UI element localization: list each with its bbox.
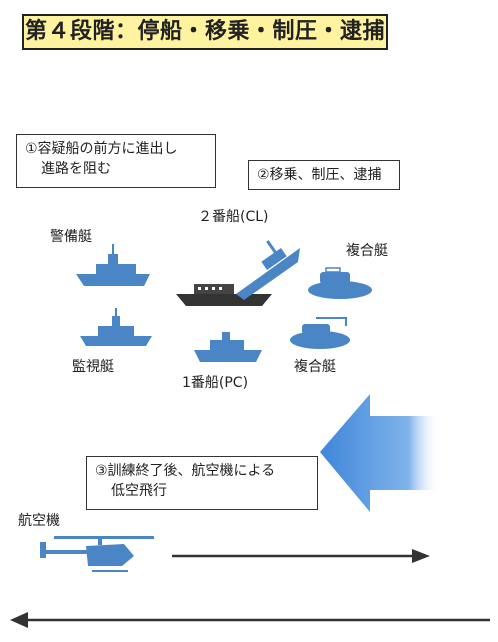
- step2-note: ②移乗、制圧、逮捕: [248, 160, 400, 190]
- patrol-boat-label: 警備艇: [50, 229, 92, 245]
- step1-line2: 進路を阻む: [41, 161, 111, 177]
- ship2-icon: [236, 240, 300, 300]
- approach-arrow-icon: [320, 394, 438, 512]
- patrol-boat-icon: [76, 244, 150, 286]
- composite-boat-bottom-icon: [290, 317, 350, 349]
- ship1-label: 1番船(PC): [182, 375, 249, 391]
- step3-line1: ③訓練終了後、航空機による: [95, 463, 276, 479]
- composite-boat-top-label: 複合艇: [346, 243, 388, 259]
- helicopter-icon: [40, 536, 154, 572]
- ship1-icon: [194, 332, 262, 362]
- step1-note: ①容疑船の前方に進出し 進路を阻む: [16, 134, 216, 188]
- step2-text: ②移乗、制圧、逮捕: [257, 167, 382, 183]
- step3-note: ③訓練終了後、航空機による 低空飛行: [86, 456, 318, 510]
- composite-boat-bottom-label: 複合艇: [294, 359, 336, 375]
- monitor-boat-icon: [80, 308, 152, 346]
- monitor-boat-label: 監視艇: [72, 359, 114, 375]
- step3-line2: 低空飛行: [111, 483, 167, 499]
- step1-line1: ①容疑船の前方に進出し: [25, 141, 178, 157]
- flight-path-arrow-icon: [172, 549, 430, 563]
- composite-boat-top-icon: [308, 267, 372, 299]
- page-title: 第４段階：停船・移乗・制圧・逮捕: [22, 14, 388, 50]
- ship2-label: ２番船(CL): [198, 209, 269, 225]
- aircraft-label: 航空機: [18, 513, 60, 529]
- bottom-left-arrow-icon: [10, 612, 490, 628]
